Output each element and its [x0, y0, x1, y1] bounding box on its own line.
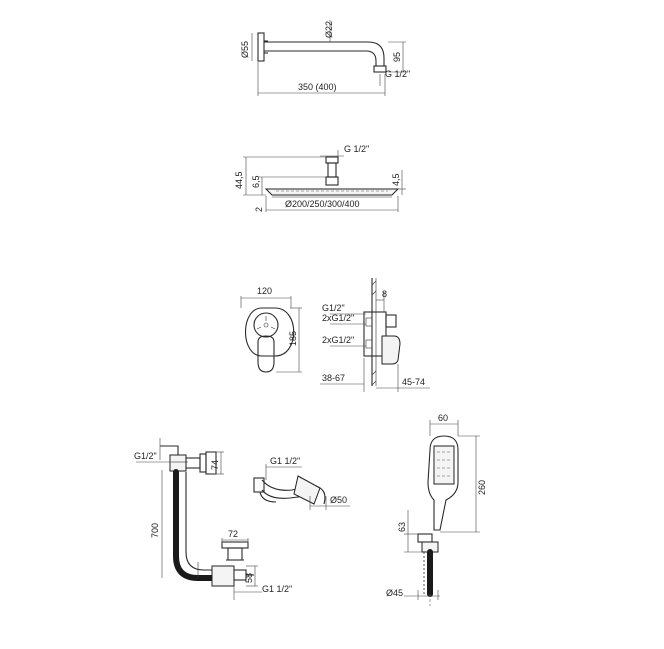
shower-arm-drawing: Ø55 Ø22 95 G 1/2" 350 (400) [240, 20, 410, 96]
mixer-wall-offset-label: 8 [382, 289, 387, 299]
hand-length-label: 260 [477, 480, 487, 495]
hand-width-label: 60 [438, 413, 448, 423]
head-diameters-label: Ø200/250/300/400 [285, 199, 360, 209]
filler-height-total-label: 700 [150, 523, 160, 538]
filler-height-right-label: 74 [210, 460, 220, 470]
bath-filler-drawing: G1/2" 74 700 72 58 G1 1/2" [134, 438, 292, 600]
head-thread-label: G 1/2" [344, 144, 369, 154]
mixer-conn-c-label: 2xG1/2" [322, 335, 354, 345]
siphon-thread-label: G1 1/2" [270, 456, 300, 466]
mixer-side-drawing: 8 G1/2" 2xG1/2" 2xG1/2" 38-67 45-74 [320, 278, 430, 392]
mixer-protrusion-range-label: 45-74 [402, 377, 425, 387]
arm-flange-dia-label: Ø55 [240, 41, 250, 58]
head-shower-drawing: G 1/2" 44,5 6,5 2 4,5 Ø200/250/300/400 [234, 144, 406, 212]
head-gap-label: 2 [254, 207, 264, 212]
arm-thread-label: G 1/2" [385, 69, 410, 79]
mixer-height-label: 185 [288, 331, 298, 346]
filler-thread-bottom-label: G1 1/2" [262, 584, 292, 594]
siphon-drawing: G1 1/2" Ø50 [253, 456, 350, 510]
head-total-height-label: 44,5 [234, 171, 244, 189]
filler-thread-top-label: G1/2" [134, 451, 157, 461]
arm-drop-label: 95 [392, 52, 402, 62]
arm-length-label: 350 (400) [298, 82, 337, 92]
filler-overflow-dia-label: 72 [228, 529, 238, 539]
mixer-depth-range-label: 38-67 [322, 373, 345, 383]
filler-drain-height-label: 58 [244, 573, 254, 583]
mixer-front-drawing: 120 185 [240, 286, 302, 373]
hand-shower-drawing: 60 260 63 Ø45 [386, 413, 487, 606]
head-body-height-label: 6,5 [251, 175, 261, 188]
mixer-conn-b-label: 2xG1/2" [322, 313, 354, 323]
arm-pipe-dia-label: Ø22 [324, 21, 334, 38]
siphon-dia-label: Ø50 [330, 495, 347, 505]
mixer-conn-a-label: G1/2" [322, 303, 345, 313]
mixer-width-label: 120 [257, 286, 272, 296]
head-edge-height-label: 4,5 [391, 173, 401, 186]
hand-holder-dia-label: Ø45 [386, 588, 403, 598]
hand-holder-height-label: 63 [397, 522, 407, 532]
